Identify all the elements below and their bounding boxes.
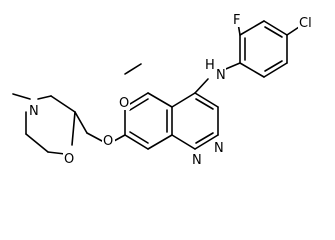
methylmorpholine-ring xyxy=(12,93,76,155)
atom-labels: Cl F H N O N N O N O xyxy=(29,13,312,168)
atom-label-backgrounds xyxy=(28,12,315,167)
quinazoline-nitrogen-3-label: N xyxy=(192,153,202,168)
amine-nitrogen-label: N xyxy=(216,68,226,83)
amine-hydrogen-label: H xyxy=(205,58,215,73)
quinazoline-core xyxy=(124,92,219,150)
quinazoline-nitrogen-1-label: N xyxy=(214,141,224,156)
chlorofluorophenyl-ring xyxy=(237,20,300,78)
morpholine-oxygen-label: O xyxy=(64,152,74,167)
methoxy-oxygen-label: O xyxy=(119,96,129,111)
fluorine-atom-label: F xyxy=(233,13,240,28)
ether-oxygen-label: O xyxy=(103,134,113,149)
chemical-structure: Cl F H N O N N O N O xyxy=(12,12,315,168)
chlorine-atom-label: Cl xyxy=(299,16,312,31)
morpholine-nitrogen-label: N xyxy=(29,104,39,119)
ether-linker xyxy=(74,111,126,142)
